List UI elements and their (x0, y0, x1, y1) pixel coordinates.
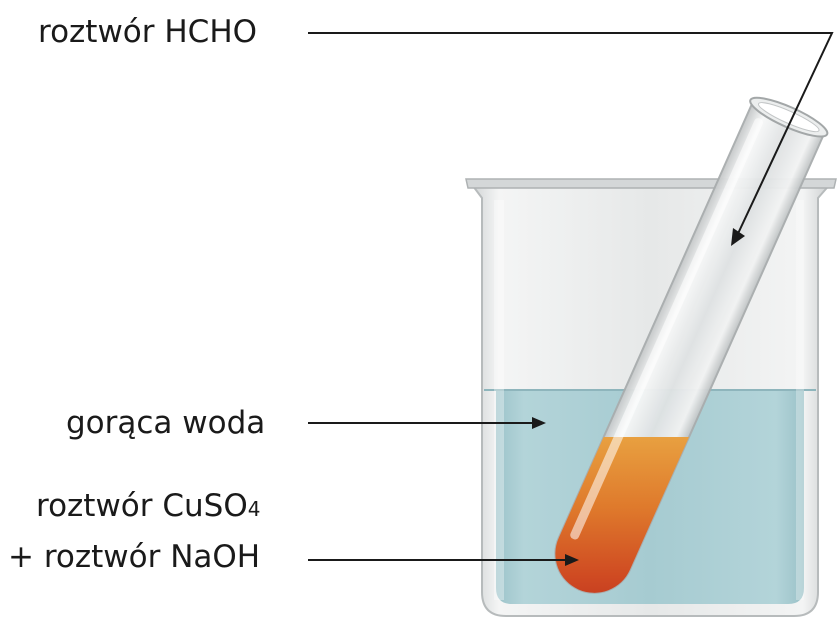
leader-solution (308, 554, 579, 566)
label-cuso4-solution: roztwór CuSO4 (36, 487, 260, 528)
label-naoh-solution: + roztwór NaOH (8, 539, 261, 575)
leader-hcho (308, 32, 834, 246)
label-hcho-solution: roztwór HCHO (38, 14, 258, 50)
label-cuso4-subscript: 4 (247, 497, 261, 521)
label-cuso4-text: roztwór CuSO (36, 488, 248, 524)
leader-water (308, 417, 546, 429)
label-hot-water: gorąca woda (66, 405, 266, 441)
